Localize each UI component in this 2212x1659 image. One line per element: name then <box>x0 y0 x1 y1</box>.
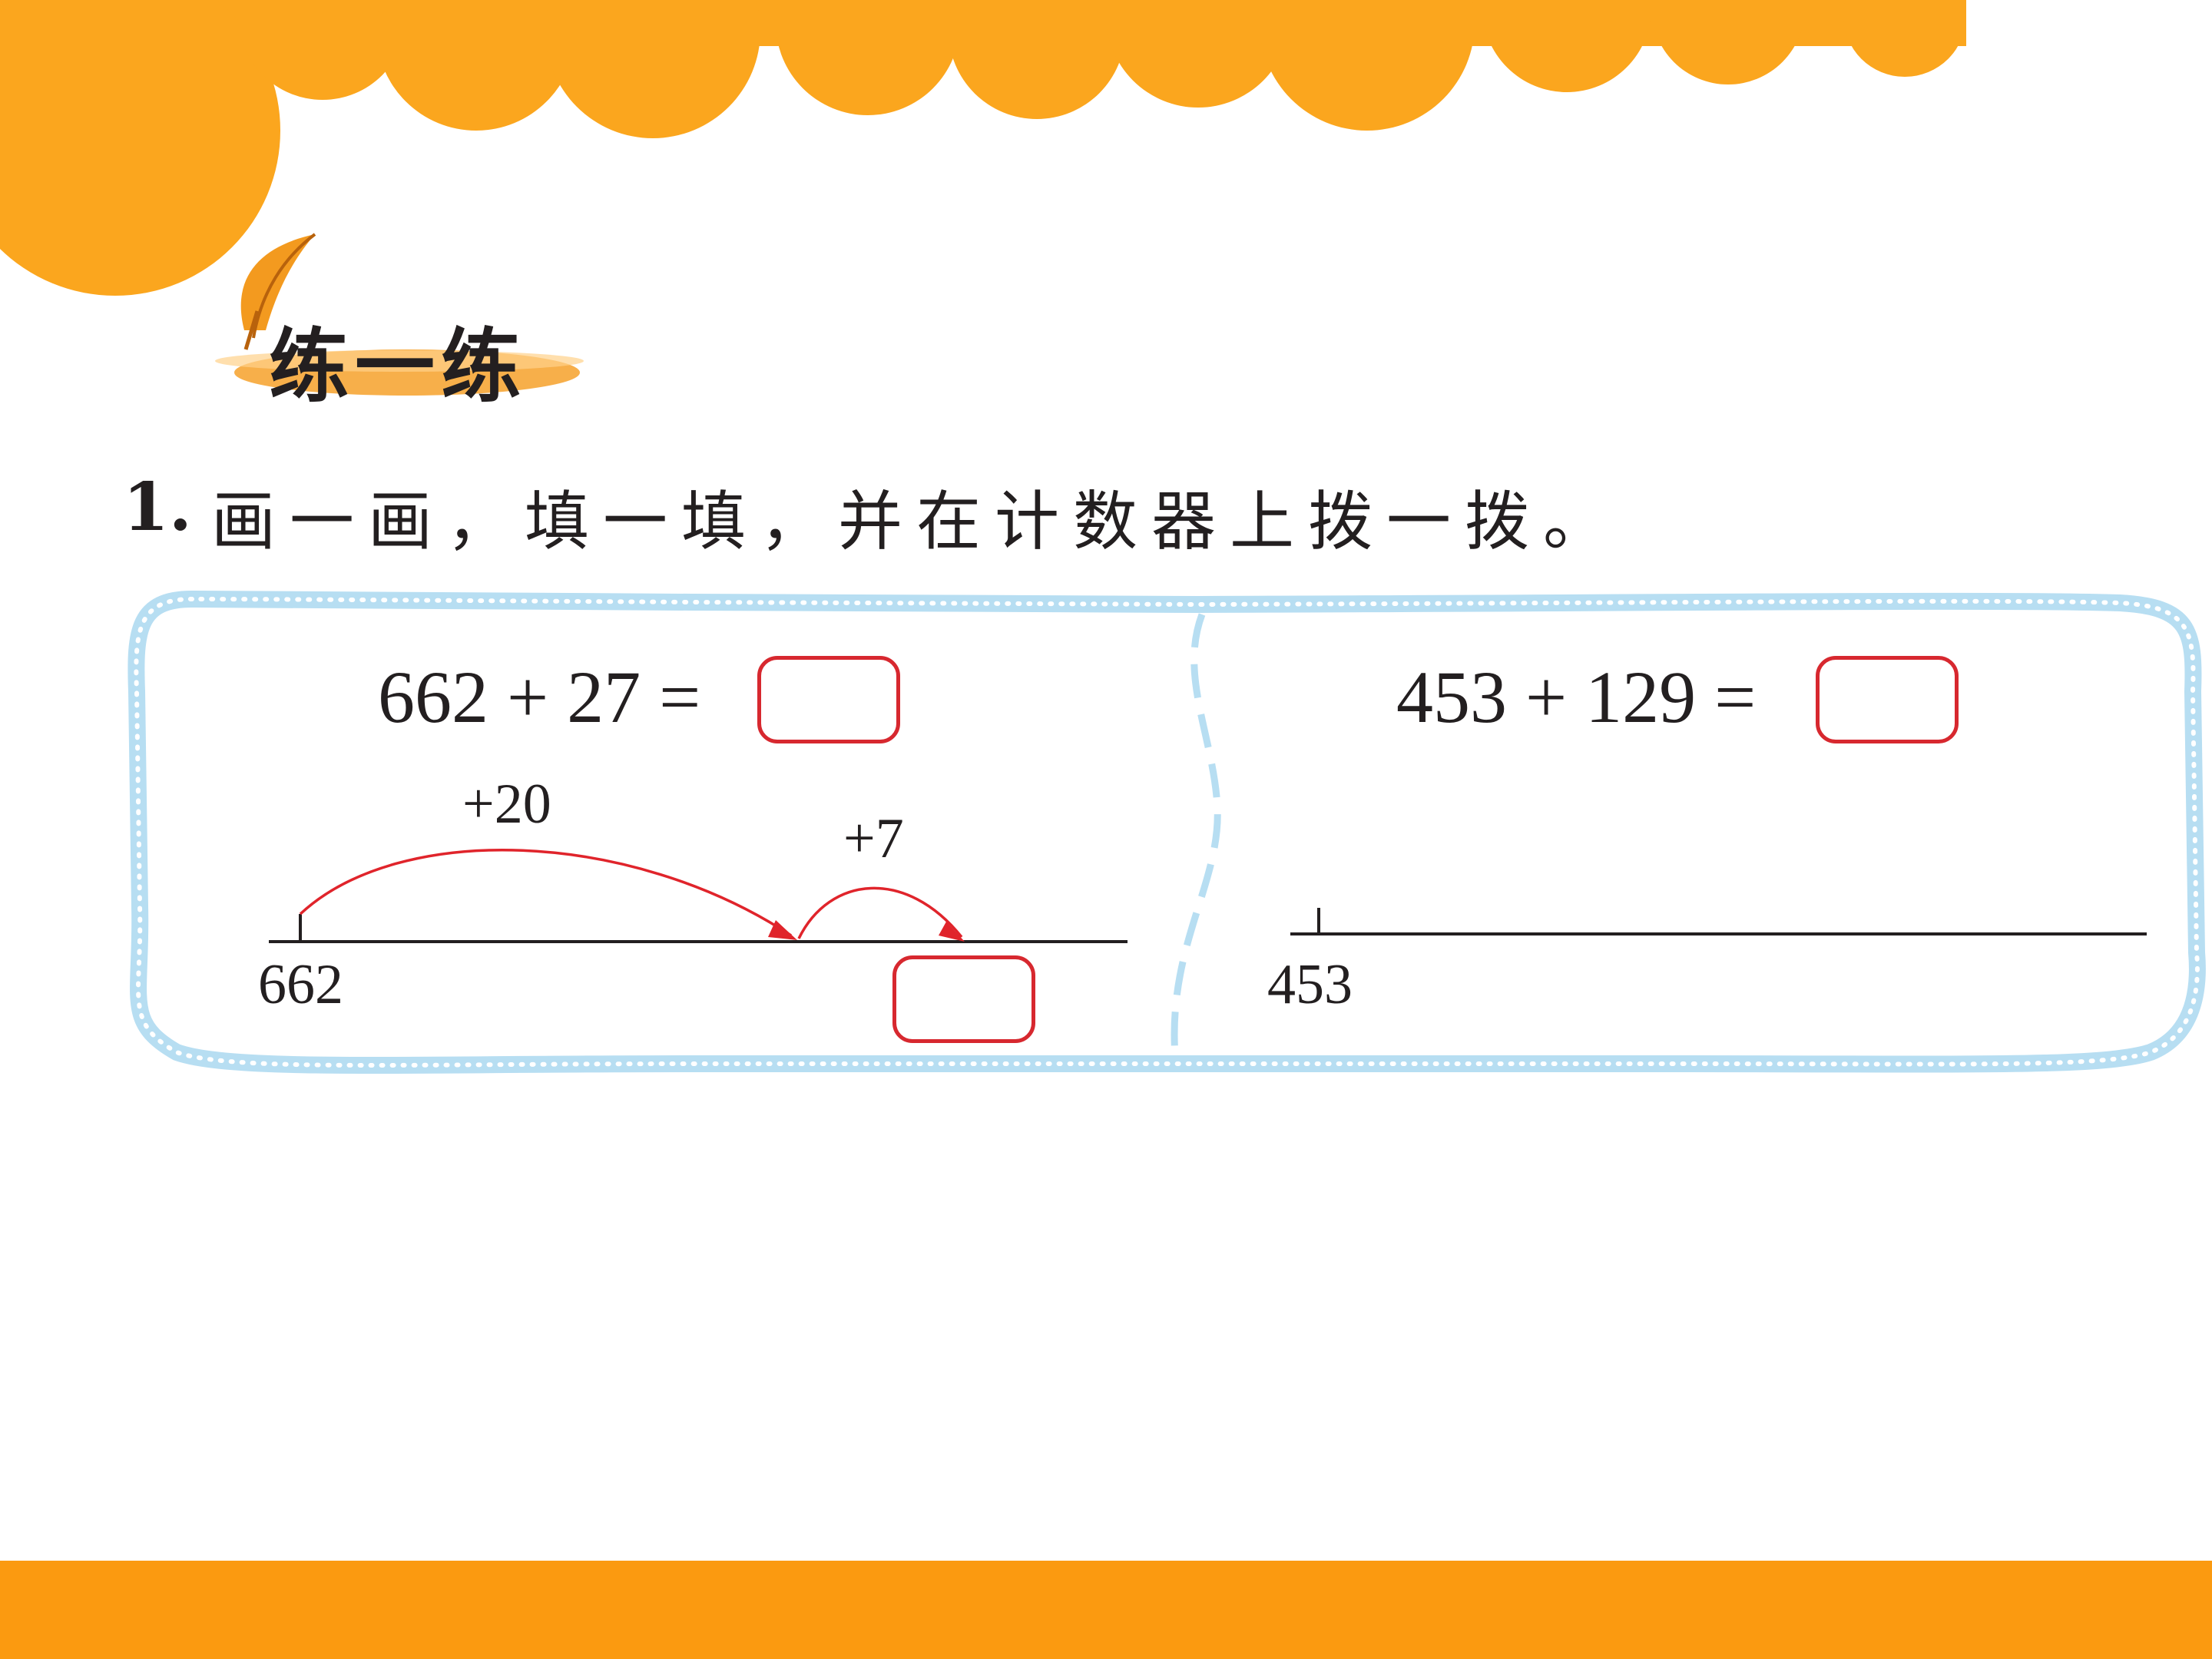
problem-frame <box>127 590 2206 1074</box>
question-text: 画一画，填一填，并在计数器上拨一拨。 <box>211 484 1622 559</box>
number-line-start-right: 453 <box>1267 953 1353 1016</box>
jump-label-plus7: +7 <box>843 807 904 870</box>
equation-right: 453 + 129 = <box>1396 656 1757 738</box>
panel-divider <box>1171 613 1221 1057</box>
number-line-right <box>1290 908 2147 935</box>
equation-left: 662 + 27 = <box>378 656 701 738</box>
answer-box-intermediate[interactable] <box>892 955 1035 1043</box>
jump-arrow-plus20 <box>299 849 792 937</box>
feather-icon <box>240 233 316 350</box>
number-line-start-left: 662 <box>258 953 343 1016</box>
section-badge <box>215 233 584 396</box>
jump-label-plus20: +20 <box>462 773 551 836</box>
top-cloud-banner <box>0 0 1966 296</box>
number-line-left <box>269 849 1128 943</box>
footer-band <box>0 1561 2212 1659</box>
section-title: 练一练 <box>269 320 528 413</box>
question-number: 1. <box>123 469 192 546</box>
answer-box-left[interactable] <box>757 656 900 743</box>
jump-arrow-plus7 <box>797 886 963 939</box>
answer-box-right[interactable] <box>1816 656 1959 743</box>
